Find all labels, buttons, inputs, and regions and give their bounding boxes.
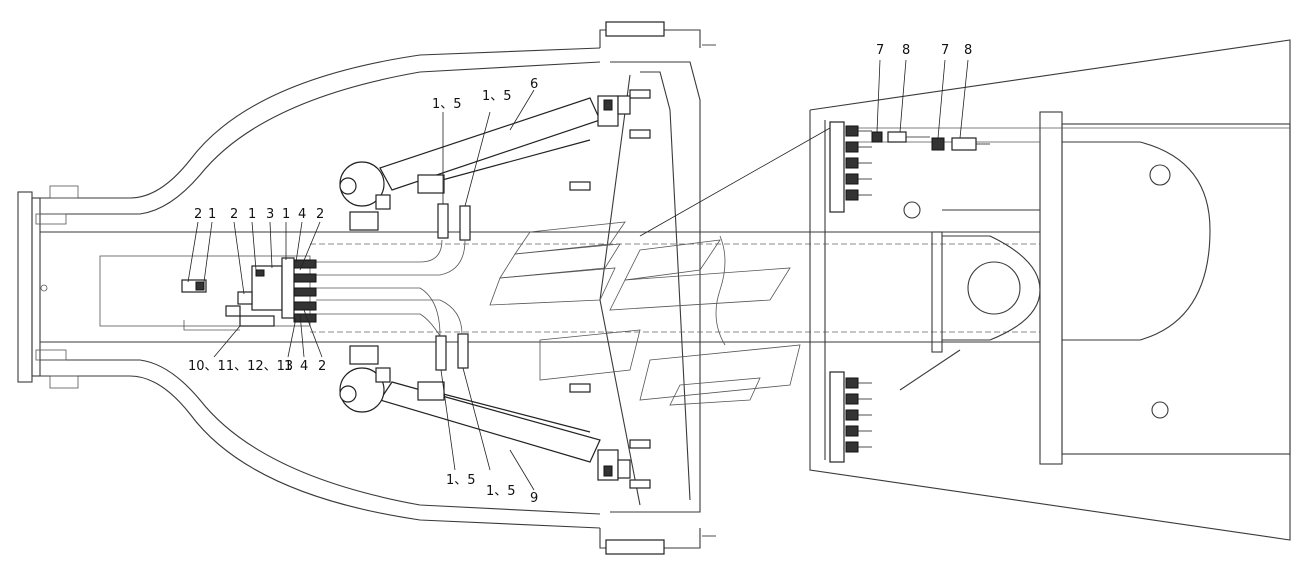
callout-labels: 6 9 10、11、12、13 1、5 1、5 1、5 1、5 2 1 2 1 …: [188, 43, 972, 506]
hose-couplings: [435, 89, 535, 491]
label-valve-top-c: 2: [230, 207, 238, 222]
label-fit-8a: 8: [902, 43, 910, 58]
rear-frame: [809, 39, 1291, 541]
bottom-cylinder: [339, 345, 631, 481]
label-valve-group: 10、11、12、13: [188, 359, 293, 374]
fitting-stack-upper: [829, 121, 872, 213]
label-valve-top-b: 1: [208, 207, 216, 222]
label-valve-top-d: 1: [248, 207, 256, 222]
beam-blocks: [489, 221, 801, 406]
label-hose-top-left: 1、5: [432, 97, 462, 112]
label-valve-bot-c: 2: [318, 359, 326, 374]
label-valve-bot-b: 4: [300, 359, 308, 374]
cross-member: [569, 21, 716, 555]
center-beam: [310, 231, 1041, 353]
valve-leaders: [187, 221, 323, 358]
label-valve-top-h: 2: [316, 207, 324, 222]
label-bottom-cylinder: 9: [530, 491, 538, 506]
label-hose-bot-left: 1、5: [446, 473, 476, 488]
label-fit-7a: 7: [876, 43, 884, 58]
label-valve-bot-a: 1: [284, 359, 292, 374]
label-fit-8b: 8: [964, 43, 972, 58]
label-fit-7b: 7: [941, 43, 949, 58]
label-top-cylinder: 6: [530, 77, 538, 92]
hydraulic-lines: [183, 239, 466, 337]
label-valve-top-g: 4: [298, 207, 306, 222]
steering-valve: [181, 257, 317, 327]
fittings-7-8: [639, 59, 990, 237]
label-valve-top-e: 3: [266, 207, 274, 222]
front-frame: [17, 47, 1040, 529]
label-valve-top-a: 2: [194, 207, 202, 222]
label-hose-bot-right: 1、5: [486, 484, 516, 499]
label-valve-top-f: 1: [282, 207, 290, 222]
label-hose-top-right: 1、5: [482, 89, 512, 104]
top-cylinder: [339, 95, 631, 231]
fitting-stack-lower: [829, 371, 872, 463]
